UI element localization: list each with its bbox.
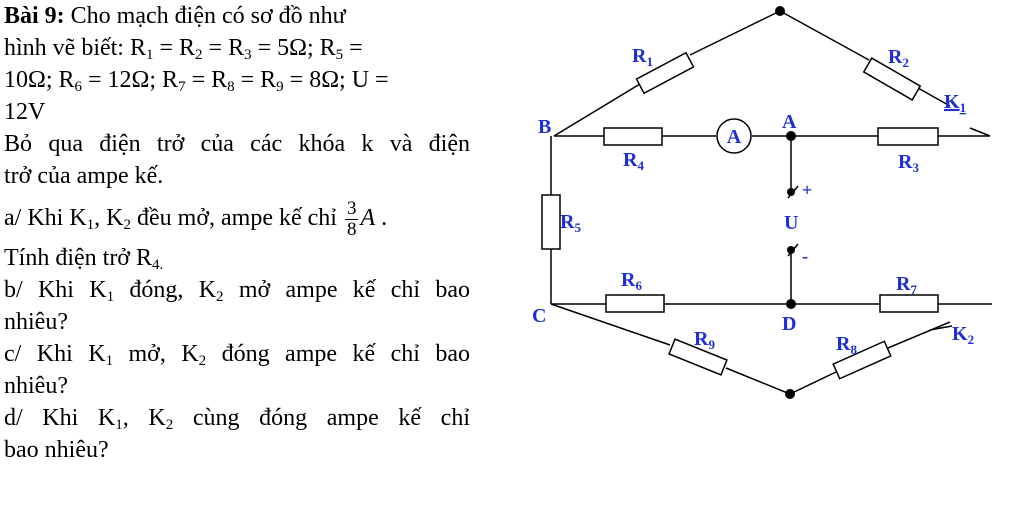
label-node-a: A: [782, 111, 797, 133]
problem-title: Bài 9:: [4, 3, 65, 29]
terminal-plus: [787, 188, 795, 196]
resistors: [541, 51, 939, 380]
ammeter-icon: A: [716, 118, 752, 154]
neglect-line-2: trở của ampe kế.: [4, 163, 164, 189]
label-r1: R1: [632, 45, 653, 69]
part-b-line-2: nhiêu?: [4, 308, 68, 335]
label-node-d: D: [782, 313, 796, 335]
label-node-b: B: [538, 116, 551, 138]
neglect-line-1: Bỏ qua điện trở của các khóa k và điện: [4, 131, 470, 157]
node-d-dot: [786, 299, 796, 309]
label-minus: -: [802, 246, 808, 266]
part-c-line-2: nhiêu?: [4, 372, 68, 399]
resistor-r2: [862, 57, 922, 101]
problem-line-1: Bài 9: Cho mạch điện có sơ đồ như: [4, 3, 346, 29]
label-plus: +: [802, 180, 812, 200]
problem-line-3: 10Ω; R6 = 12Ω; R7 = R8 = R9 = 8Ω; U =: [4, 67, 389, 95]
terminal-ticks: [787, 185, 799, 257]
problem-text: Bài 9: Cho mạch điện có sơ đồ như hình v…: [4, 0, 470, 466]
problem-line-4: 12V: [4, 99, 46, 125]
node-a-dot: [786, 131, 796, 141]
resistor-r3: [877, 127, 939, 146]
resistor-r8: [832, 340, 892, 380]
resistor-r7: [879, 294, 939, 313]
part-d-line-2: bao nhiêu?: [4, 436, 109, 463]
terminal-minus: [787, 246, 795, 254]
label-r9: R9: [694, 328, 715, 352]
part-c-line: c/ Khi K1 mở, K2 đóng ampe kế chỉ bao: [4, 340, 470, 369]
resistor-r9: [668, 338, 728, 376]
label-r2: R2: [888, 46, 909, 70]
label-r6: R6: [621, 269, 642, 293]
wires: [550, 10, 992, 395]
circuit-labels: R1 R2 K1 B A R4 R3 + U - R5 R6 R7 C D R9…: [532, 45, 974, 357]
label-r8: R8: [836, 333, 857, 357]
nodes: [775, 6, 796, 399]
part-d-line: d/ Khi K1, K2 cùng đóng ampe kế chỉ: [4, 404, 470, 433]
resistor-r1: [635, 51, 695, 95]
label-r7: R7: [896, 273, 917, 297]
node-bottom: [785, 389, 795, 399]
resistor-r6: [605, 294, 665, 313]
label-node-c: C: [532, 305, 546, 327]
part-a-line-2: Tính điện trở R4.: [4, 244, 164, 273]
label-r4: R4: [623, 149, 644, 173]
svg-text:A: A: [727, 126, 742, 148]
label-k2: K2: [952, 323, 974, 347]
circuit-diagram: A R1 R2 K1 B A R4 R3 + U - R5 R6 R7 C D …: [532, 6, 992, 399]
problem-line-2: hình vẽ biết: R1 = R2 = R3 = 5Ω; R5 =: [4, 35, 363, 63]
label-r5: R5: [560, 211, 581, 235]
part-b-line: b/ Khi K1 đóng, K2 mở ampe kế chỉ bao: [4, 276, 470, 305]
resistor-r4: [603, 127, 663, 146]
resistor-r5: [541, 194, 561, 250]
label-k1: K1: [944, 91, 966, 115]
node-top: [775, 6, 785, 16]
label-r3: R3: [898, 151, 919, 175]
label-source-u: U: [784, 212, 798, 234]
